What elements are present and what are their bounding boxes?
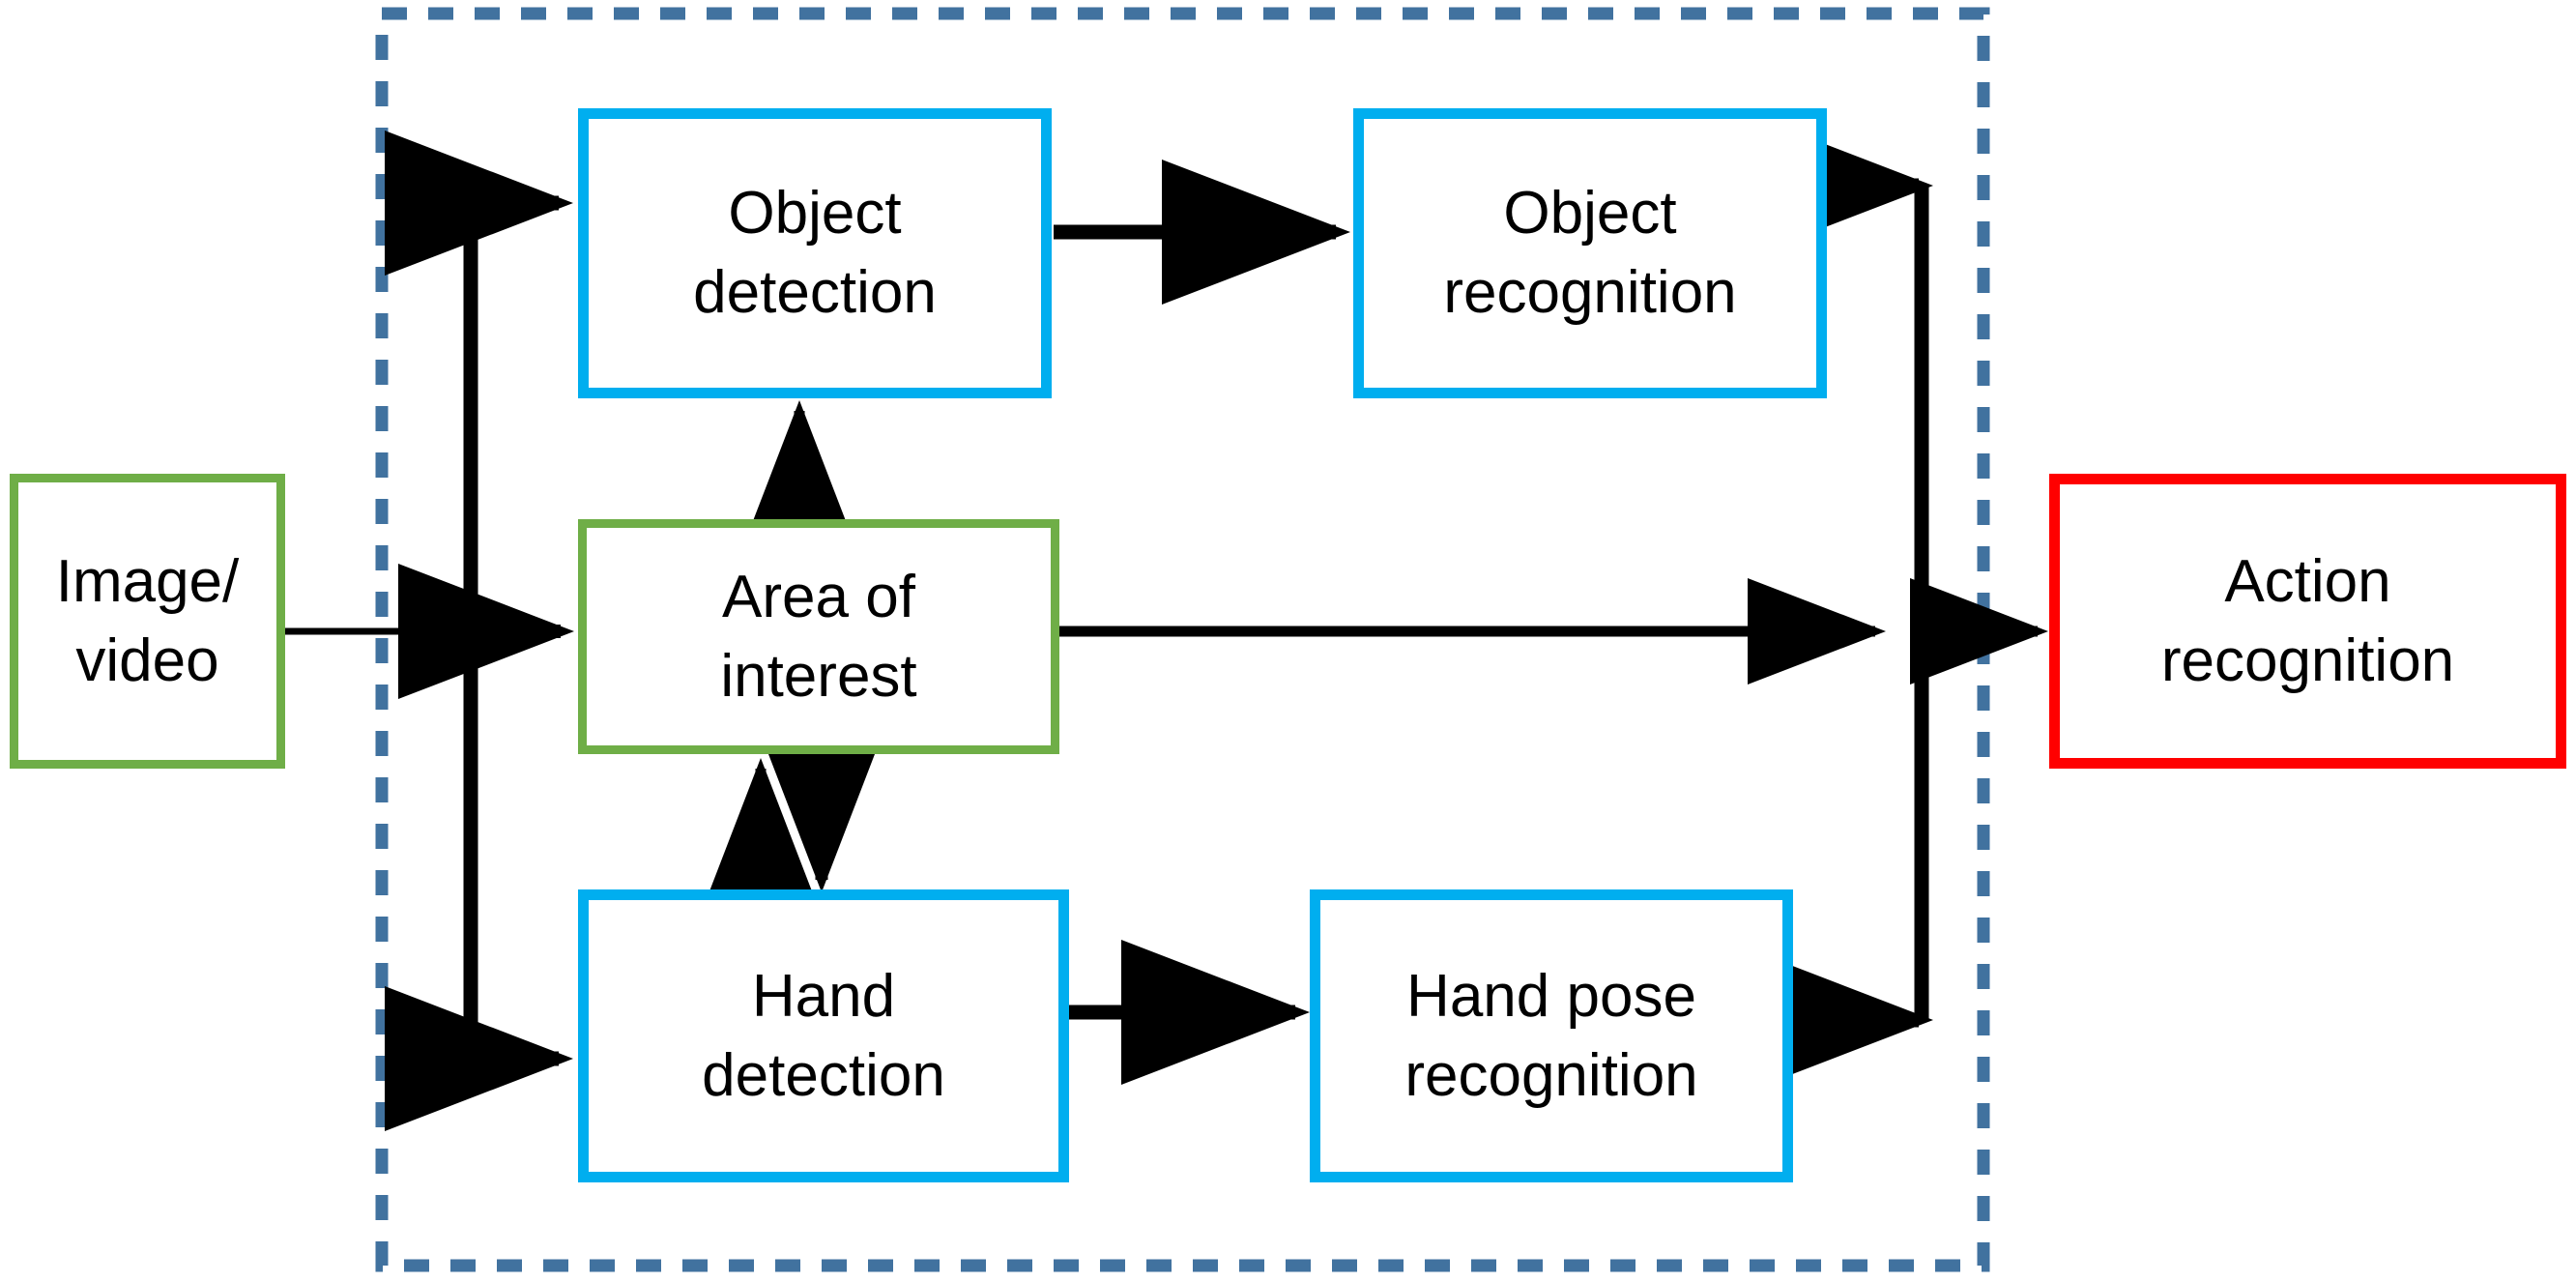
node-area-of-interest-line2: interest bbox=[720, 642, 917, 710]
node-image-video[interactable]: Image/ video bbox=[10, 474, 285, 769]
node-object-recognition[interactable]: Object recognition bbox=[1353, 108, 1827, 398]
node-area-of-interest-line1: Area of bbox=[722, 563, 915, 630]
node-hand-detection-line1: Hand bbox=[751, 962, 896, 1030]
node-image-video-line1: Image/ bbox=[55, 547, 240, 615]
node-image-video-line2: video bbox=[75, 626, 219, 694]
node-action-recognition-line2: recognition bbox=[2160, 626, 2455, 694]
node-object-recognition-line2: recognition bbox=[1443, 259, 1737, 326]
node-object-detection-line1: Object bbox=[728, 180, 902, 248]
node-object-recognition-line1: Object bbox=[1503, 180, 1677, 248]
node-hand-pose-recognition-line1: Hand pose bbox=[1406, 962, 1696, 1030]
node-object-detection-line2: detection bbox=[693, 259, 937, 326]
node-hand-detection-line2: detection bbox=[702, 1041, 945, 1109]
node-hand-detection[interactable]: Hand detection bbox=[578, 889, 1069, 1182]
node-area-of-interest[interactable]: Area of interest bbox=[578, 519, 1059, 754]
node-hand-pose-recognition[interactable]: Hand pose recognition bbox=[1310, 889, 1793, 1182]
node-hand-pose-recognition-line2: recognition bbox=[1404, 1041, 1698, 1109]
node-action-recognition[interactable]: Action recognition bbox=[2049, 474, 2566, 769]
node-object-detection[interactable]: Object detection bbox=[578, 108, 1052, 398]
node-action-recognition-line1: Action bbox=[2224, 547, 2391, 615]
